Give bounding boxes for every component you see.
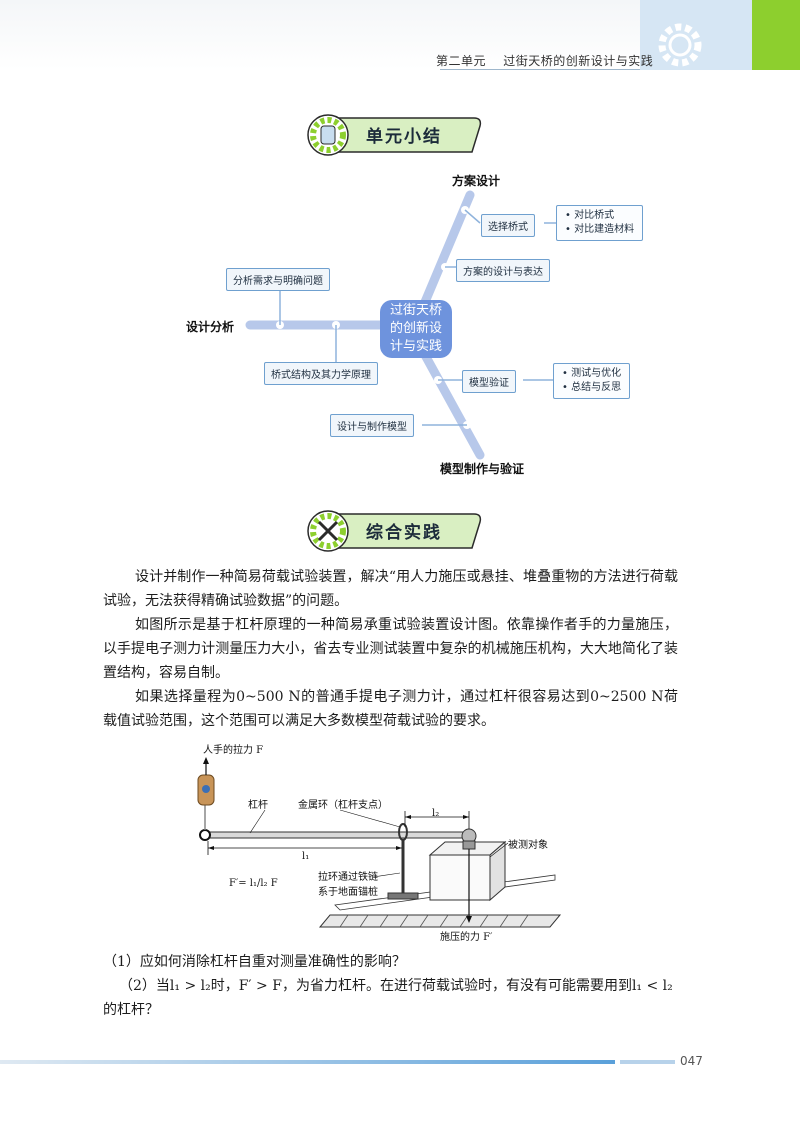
center-line: 过街天桥 bbox=[389, 303, 442, 318]
header-band bbox=[0, 0, 640, 70]
note-select-bridge: • 对比桥式 • 对比建造材料 bbox=[556, 205, 644, 241]
note-item: • 对比建造材料 bbox=[565, 224, 635, 235]
question-2: （2）当l₁ > l₂时，F′ > F，为省力杠杆。在进行荷载试验时，有没有可能… bbox=[103, 978, 673, 1018]
label-hand-force: 人手的拉力 F bbox=[203, 745, 264, 756]
node-analyze-needs: 分析需求与明确问题 bbox=[226, 268, 330, 291]
label-l2: l₂ bbox=[432, 808, 440, 819]
paragraph: 如果选择量程为0~500 N的普通手提电子测力计，通过杠杆很容易达到0~2500… bbox=[103, 689, 678, 729]
center-line: 的创新设 bbox=[389, 321, 442, 336]
practice-title: 综合实践 bbox=[366, 523, 442, 543]
note-item: • 对比桥式 bbox=[565, 210, 615, 221]
footer-bar bbox=[0, 1060, 615, 1064]
note-item: • 总结与反思 bbox=[562, 382, 622, 393]
node-model-verify: 模型验证 bbox=[462, 370, 516, 393]
header-accent-block bbox=[752, 0, 800, 70]
lever-diagram bbox=[197, 757, 562, 928]
label-metal-ring: 金属环（杠杆支点） bbox=[298, 800, 388, 811]
label-formula: F′= l₁/l₂ F bbox=[229, 878, 278, 889]
note-item: • 测试与优化 bbox=[562, 368, 622, 379]
branch-model: 模型制作与验证 bbox=[440, 462, 525, 476]
header-divider bbox=[440, 69, 640, 70]
branch-analysis: 设计分析 bbox=[186, 320, 235, 334]
chain-line: 系于地面锚桩 bbox=[318, 887, 378, 898]
summary-banner: 单元小结 bbox=[302, 112, 482, 158]
paragraph: 设计并制作一种简易荷载试验装置，解决“用人力施压或悬挂、堆叠重物的方法进行荷载试… bbox=[103, 569, 678, 609]
label-applied-force: 施压的力 F′ bbox=[440, 932, 493, 943]
label-lever: 杠杆 bbox=[248, 800, 268, 811]
gear-logo-icon bbox=[658, 23, 702, 67]
note-model-verify: • 测试与优化 • 总结与反思 bbox=[553, 363, 631, 399]
question-1: （1）应如何消除杠杆自重对测量准确性的影响？ bbox=[103, 954, 406, 970]
label-l1: l₁ bbox=[302, 851, 310, 862]
branch-plan: 方案设计 bbox=[452, 174, 501, 188]
page-number: 047 bbox=[680, 1054, 703, 1068]
node-design-make-model: 设计与制作模型 bbox=[330, 414, 414, 437]
running-header: 第二单元 过街天桥的创新设计与实践 bbox=[436, 54, 654, 68]
chain-line: 拉环通过铁链 bbox=[318, 872, 378, 883]
label-chain: 拉环通过铁链 系于地面锚桩 bbox=[318, 868, 378, 898]
tools-gear-icon bbox=[307, 510, 349, 552]
footer-bar-accent bbox=[620, 1060, 675, 1064]
gear-icon bbox=[307, 114, 349, 156]
header-corner-block bbox=[640, 0, 752, 70]
summary-title: 单元小结 bbox=[366, 127, 442, 147]
practice-banner: 综合实践 bbox=[302, 508, 482, 554]
mind-map-center: 过街天桥 的创新设 计与实践 bbox=[380, 300, 452, 358]
banner-background bbox=[307, 114, 482, 156]
center-line: 计与实践 bbox=[389, 339, 442, 354]
paragraph: 如图所示是基于杠杆原理的一种简易承重试验装置设计图。依靠操作者手的力量施压，以手… bbox=[103, 617, 678, 681]
node-select-bridge: 选择桥式 bbox=[481, 214, 535, 237]
banner-background bbox=[307, 510, 482, 552]
node-plan-design: 方案的设计与表达 bbox=[456, 259, 550, 282]
node-bridge-mechanics: 桥式结构及其力学原理 bbox=[264, 362, 378, 385]
label-object: 被测对象 bbox=[508, 840, 548, 851]
